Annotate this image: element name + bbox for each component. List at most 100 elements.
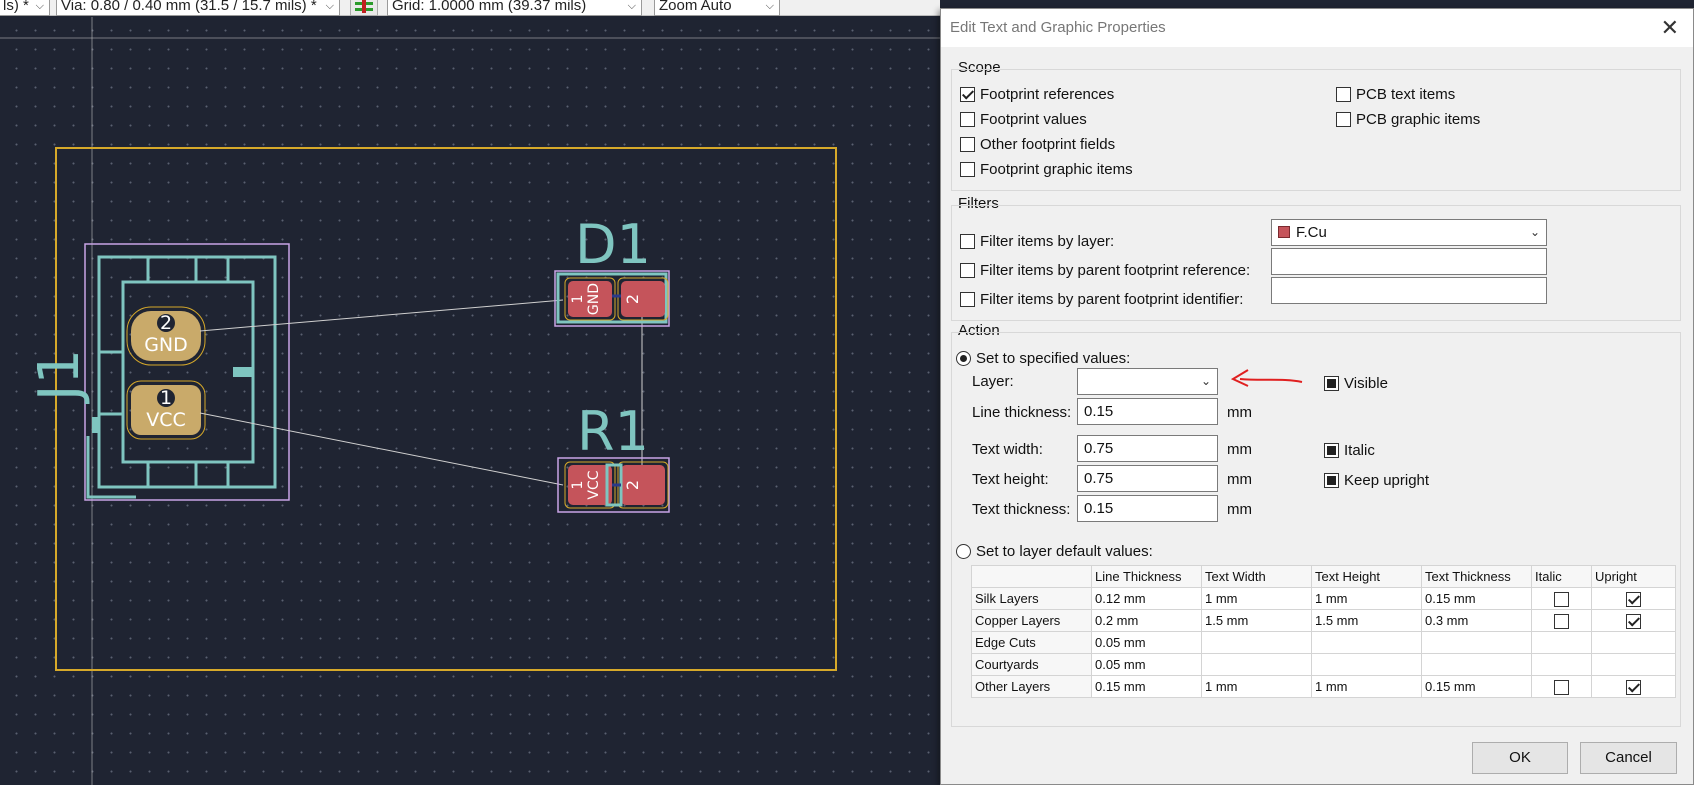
r1-reference[interactable]: R1: [577, 400, 649, 463]
j1-pad2[interactable]: [131, 311, 201, 361]
layer-combo[interactable]: ⌄: [1077, 368, 1218, 395]
table-cell-upright[interactable]: [1591, 609, 1676, 632]
scope-footprint-values[interactable]: Footprint values: [960, 110, 1087, 128]
checkbox[interactable]: [1324, 442, 1339, 458]
checkbox[interactable]: [1324, 375, 1339, 391]
text-width-input[interactable]: 0.75: [1077, 435, 1218, 462]
filter-layer-combo[interactable]: F.Cu ⌄: [1271, 219, 1547, 246]
table-cell-height[interactable]: [1311, 653, 1422, 676]
table-cell-upright[interactable]: [1591, 675, 1676, 698]
filter-by-parent-id[interactable]: Filter items by parent footprint identif…: [960, 290, 1243, 308]
table-cell-italic[interactable]: [1531, 587, 1592, 610]
radio[interactable]: [956, 350, 971, 366]
table-cell-line[interactable]: 0.15 mm: [1091, 675, 1202, 698]
text-thickness-input[interactable]: 0.15: [1077, 495, 1218, 522]
d1-reference[interactable]: D1: [575, 213, 651, 276]
table-cell-upright[interactable]: [1591, 587, 1676, 610]
radio[interactable]: [956, 543, 971, 559]
footprint-r1[interactable]: R1 1 VCC 2: [557, 400, 670, 513]
text-height-input[interactable]: 0.75: [1077, 465, 1218, 492]
d1-pad2[interactable]: [621, 281, 665, 317]
visible-option[interactable]: Visible: [1324, 374, 1388, 392]
scope-footprint-graphic-items[interactable]: Footprint graphic items: [960, 160, 1133, 178]
checkbox[interactable]: [960, 262, 975, 278]
table-cell-thick[interactable]: 0.15 mm: [1421, 587, 1532, 610]
grid-combo[interactable]: Grid: 1.0000 mm (39.37 mils) ⌵: [387, 0, 642, 16]
scope-other-footprint-fields[interactable]: Other footprint fields: [960, 135, 1115, 153]
j1-reference[interactable]: J1: [27, 349, 92, 404]
table-cell-thick[interactable]: [1421, 653, 1532, 676]
pcb-canvas[interactable]: 2 GND 1 VCC J1 D1: [0, 17, 940, 785]
table-cell-italic[interactable]: [1531, 675, 1592, 698]
track-width-combo[interactable]: ls) * ⌵: [0, 0, 50, 16]
scope-pcb-text-items[interactable]: PCB text items: [1336, 85, 1455, 103]
italic-checkbox[interactable]: [1554, 679, 1569, 695]
via-size-combo[interactable]: Via: 0.80 / 0.40 mm (31.5 / 15.7 mils) *…: [56, 0, 340, 16]
j1-pad2-number: 2: [160, 312, 172, 334]
table-cell-thick[interactable]: [1421, 631, 1532, 654]
table-cell-italic[interactable]: [1531, 609, 1592, 632]
table-cell-name[interactable]: Edge Cuts: [971, 631, 1092, 654]
close-icon[interactable]: ✕: [1660, 15, 1679, 40]
table-cell-width[interactable]: [1201, 631, 1312, 654]
checkbox[interactable]: [960, 111, 975, 127]
chevron-down-icon: ⌄: [1200, 374, 1211, 388]
italic-option[interactable]: Italic: [1324, 441, 1375, 459]
checkbox[interactable]: [1324, 472, 1339, 488]
set-defaults-option[interactable]: Set to layer default values:: [956, 542, 1153, 560]
table-cell-width[interactable]: 1.5 mm: [1201, 609, 1312, 632]
scope-footprint-references[interactable]: Footprint references: [960, 85, 1114, 103]
r1-pad1[interactable]: [568, 465, 612, 505]
filter-by-layer[interactable]: Filter items by layer:: [960, 232, 1114, 250]
checkbox[interactable]: [960, 233, 975, 249]
checkbox[interactable]: [960, 161, 975, 177]
table-cell-name[interactable]: Copper Layers: [971, 609, 1092, 632]
footprint-d1[interactable]: D1 1 GND 2: [554, 213, 670, 327]
keep-upright-option[interactable]: Keep upright: [1324, 471, 1429, 489]
table-cell-thick[interactable]: 0.3 mm: [1421, 609, 1532, 632]
table-cell-width[interactable]: [1201, 653, 1312, 676]
cancel-button[interactable]: Cancel: [1580, 742, 1677, 774]
table-cell-height[interactable]: [1311, 631, 1422, 654]
layer-pair-button[interactable]: [350, 0, 378, 16]
upright-checkbox[interactable]: [1626, 679, 1641, 695]
set-specified-option[interactable]: Set to specified values:: [956, 349, 1130, 367]
table-cell-height[interactable]: 1 mm: [1311, 675, 1422, 698]
zoom-combo[interactable]: Zoom Auto ⌵: [654, 0, 780, 16]
checkbox[interactable]: [960, 291, 975, 307]
filter-by-parent-ref[interactable]: Filter items by parent footprint referen…: [960, 261, 1250, 279]
table-cell-width[interactable]: 1 mm: [1201, 675, 1312, 698]
scope-pcb-graphic-items[interactable]: PCB graphic items: [1336, 110, 1480, 128]
italic-checkbox[interactable]: [1554, 613, 1569, 629]
italic-checkbox[interactable]: [1554, 591, 1569, 607]
table-cell-line[interactable]: 0.05 mm: [1091, 653, 1202, 676]
table-cell-name[interactable]: Courtyards: [971, 653, 1092, 676]
table-cell-height[interactable]: 1.5 mm: [1311, 609, 1422, 632]
line-thickness-input[interactable]: 0.15: [1077, 398, 1218, 425]
j1-pad1[interactable]: [131, 385, 201, 435]
checkbox[interactable]: [960, 136, 975, 152]
checkbox[interactable]: [960, 86, 975, 102]
line-thickness-unit: mm: [1227, 404, 1252, 421]
footprint-j1[interactable]: 2 GND 1 VCC J1: [27, 243, 290, 501]
table-cell-width[interactable]: 1 mm: [1201, 587, 1312, 610]
r1-pad2[interactable]: [621, 465, 665, 505]
table-cell-thick[interactable]: 0.15 mm: [1421, 675, 1532, 698]
checkbox[interactable]: [1336, 111, 1351, 127]
table-cell-name[interactable]: Other Layers: [971, 675, 1092, 698]
dialog-titlebar[interactable]: Edit Text and Graphic Properties ✕: [941, 9, 1693, 47]
table-cell-line[interactable]: 0.05 mm: [1091, 631, 1202, 654]
table-cell-line[interactable]: 0.2 mm: [1091, 609, 1202, 632]
parent-id-input[interactable]: [1271, 277, 1547, 304]
d1-pad1[interactable]: [568, 281, 612, 317]
table-cell-height[interactable]: 1 mm: [1311, 587, 1422, 610]
parent-ref-input[interactable]: [1271, 248, 1547, 275]
chevron-down-icon: ⌵: [325, 0, 334, 12]
upright-checkbox[interactable]: [1626, 613, 1641, 629]
table-cell-line[interactable]: 0.12 mm: [1091, 587, 1202, 610]
upright-checkbox[interactable]: [1626, 591, 1641, 607]
checkbox[interactable]: [1336, 86, 1351, 102]
table-cell-name[interactable]: Silk Layers: [971, 587, 1092, 610]
ok-button[interactable]: OK: [1472, 742, 1568, 774]
label: PCB graphic items: [1356, 110, 1481, 128]
